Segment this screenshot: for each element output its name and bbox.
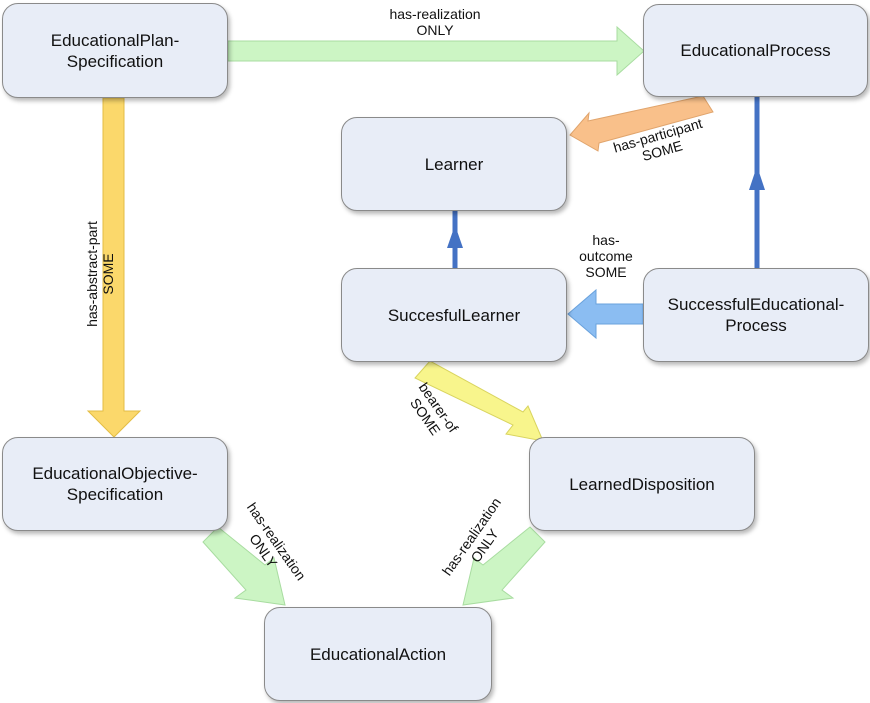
- edge-label-line: has-realization: [389, 6, 481, 22]
- arrow-disposition-to-action: [462, 526, 546, 606]
- node-educational-action[interactable]: EducationalAction: [264, 607, 492, 701]
- node-label: SuccessfulEducational-: [667, 295, 845, 314]
- edge-label-line: ONLY: [416, 22, 454, 38]
- node-label: EducationalAction: [309, 644, 447, 664]
- arrow-objective-to-action: [202, 526, 286, 606]
- node-label: Specification: [66, 51, 164, 71]
- node-successful-educational-process[interactable]: SuccessfulEducational- Process: [643, 268, 869, 362]
- arrow-successful-learner-to-disposition: [414, 360, 544, 442]
- arrow-successful-process-to-process-head: [749, 166, 765, 190]
- node-label: EducationalProcess: [680, 41, 831, 60]
- node-label: Learner: [424, 154, 484, 174]
- edge-label-plan-to-process: has-realization ONLY: [350, 6, 520, 38]
- node-learner[interactable]: Learner: [341, 117, 567, 211]
- edge-label-successful-process-to-successful-learner: has- outcome SOME: [568, 232, 644, 280]
- node-label: EducationalObjective-: [32, 464, 198, 483]
- node-label: Process: [725, 316, 787, 335]
- edge-label-line: outcome: [579, 248, 633, 264]
- arrow-successful-learner-to-learner-head: [447, 225, 463, 248]
- node-succesful-learner[interactable]: SuccesfulLearner: [341, 268, 567, 362]
- edge-label-line: has-abstract-part: [84, 221, 100, 327]
- node-label: EducationalPlan-: [50, 30, 180, 50]
- edge-label-line: SOME: [100, 253, 116, 295]
- node-label: Specification: [66, 485, 164, 504]
- arrow-plan-to-objective: [86, 97, 142, 438]
- node-learned-disposition[interactable]: LearnedDisposition: [529, 437, 755, 531]
- node-label: LearnedDisposition: [569, 474, 715, 494]
- node-educational-objective-specification[interactable]: EducationalObjective- Specification: [2, 437, 228, 531]
- arrow-plan-to-process: [227, 25, 645, 77]
- node-label: SuccesfulLearner: [387, 305, 521, 325]
- edge-label-line: has-: [592, 232, 620, 248]
- edge-label-line: SOME: [585, 264, 627, 280]
- node-educational-plan-specification[interactable]: EducationalPlan-Specification: [2, 3, 228, 98]
- node-educational-process[interactable]: EducationalProcess: [643, 4, 868, 97]
- edge-label-plan-to-objective: has-abstract-part SOME: [84, 194, 116, 354]
- arrow-process-to-learner: [569, 95, 714, 152]
- arrow-successful-process-to-successful-learner: [567, 288, 644, 340]
